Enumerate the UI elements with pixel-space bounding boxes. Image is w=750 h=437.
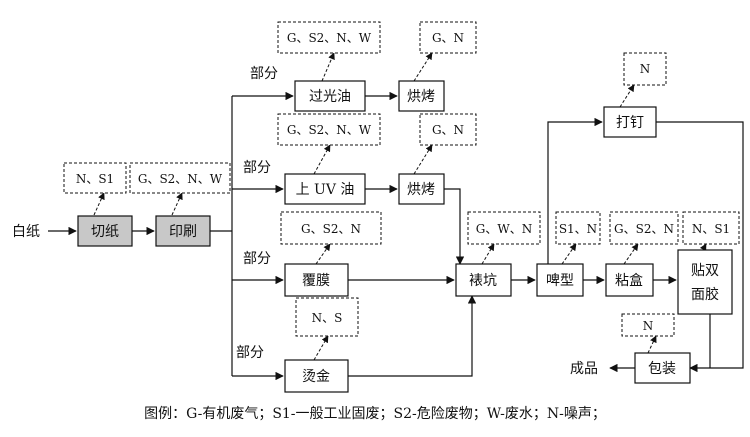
arrow-diecut-to-staple [547, 117, 603, 264]
emission-box-pack [621, 313, 675, 337]
label-uv-prefix: 上 [296, 182, 310, 198]
emission-box-staple [623, 52, 667, 86]
emission-box-cut [63, 162, 127, 194]
emission-connectors [93, 52, 707, 361]
box-bake1 [398, 80, 445, 112]
box-diecut [536, 263, 584, 297]
branch-label-hotstamp: 部分 [236, 345, 264, 361]
arrow-bake-to-mount [444, 188, 465, 265]
emission-label-uv: G、S2、N、W [287, 123, 372, 137]
label-glue: 粘盒 [615, 272, 643, 289]
emission-label-mount: G、W、N [476, 222, 532, 236]
emission-box-print [129, 162, 231, 194]
label-varnish: 过光油 [309, 89, 351, 105]
arrow-hotstamp-to-mount [348, 295, 477, 377]
label-uv-name: UV 油 [314, 182, 354, 198]
branch-label-varnish: 部分 [250, 66, 278, 82]
emission-label-hotstamp: N、S [312, 311, 343, 325]
emission-box-mount [467, 211, 541, 245]
emission-label-laminate: G、S2、N [301, 222, 361, 236]
legend: 图例：G-有机废气；S1-一般工业固废；S2-危险废物；W-废水；N-噪声； [144, 406, 606, 422]
box-laminate [284, 263, 349, 297]
label-mount: 裱坑 [469, 273, 497, 289]
label-input: 白纸 [12, 224, 40, 240]
label-print: 印刷 [169, 224, 197, 240]
branch-label-laminate: 部分 [243, 251, 271, 267]
box-hotstamp [284, 359, 349, 393]
box-tape [677, 249, 733, 315]
flow-connectors [48, 91, 744, 381]
branch-label-uv: 部分 [243, 160, 271, 176]
box-bake2 [398, 173, 445, 205]
label-output: 成品 [570, 361, 598, 377]
emission-box-tape [682, 211, 740, 245]
emission-label-tape: N、S1 [692, 222, 730, 236]
emission-box-laminate [280, 211, 382, 245]
emission-box-bake1 [419, 21, 477, 54]
label-staple: 打钉 [616, 114, 644, 131]
emission-label-glue: G、S2、N [614, 222, 674, 236]
box-glue [605, 263, 654, 297]
emission-label-cut: N、S1 [76, 172, 114, 186]
emission-label-bake1: G、N [432, 31, 464, 45]
box-pack [634, 352, 691, 384]
emission-box-uv [277, 113, 381, 146]
emission-label-diecut: S1、N [559, 222, 597, 236]
process-boxes [77, 80, 733, 393]
emission-box-glue [609, 211, 679, 245]
label-bake2: 烘烤 [407, 182, 435, 198]
arrow-staple-to-pack [656, 121, 744, 373]
box-print [155, 215, 211, 247]
emission-box-bake2 [419, 113, 477, 146]
box-varnish [294, 80, 366, 112]
emission-label-varnish: G、S2、N、W [287, 31, 372, 45]
emission-box-diecut [555, 211, 601, 245]
label-pack: 包装 [648, 361, 676, 377]
box-uv [284, 173, 366, 205]
emission-label-staple: N [640, 62, 651, 76]
label-cut: 切纸 [91, 224, 119, 240]
box-staple [603, 106, 657, 138]
label-hotstamp: 烫金 [302, 369, 330, 385]
label-uv: 上 UV 油 [296, 182, 355, 198]
emission-label-pack: N [643, 319, 654, 333]
label-tape-line2: 面胶 [691, 286, 719, 303]
emission-box-hotstamp [295, 297, 359, 337]
emission-label-bake2: G、N [432, 123, 464, 137]
emission-label-print: G、S2、N、W [138, 172, 223, 186]
box-cut [77, 215, 133, 247]
label-diecut: 啤型 [546, 273, 574, 289]
label-tape-line1: 贴双 [691, 263, 719, 279]
box-mount [455, 263, 512, 297]
emission-box-varnish [277, 21, 381, 54]
emission-boxes [63, 21, 740, 337]
label-laminate: 覆膜 [302, 273, 330, 289]
label-bake1: 烘烤 [407, 89, 435, 105]
